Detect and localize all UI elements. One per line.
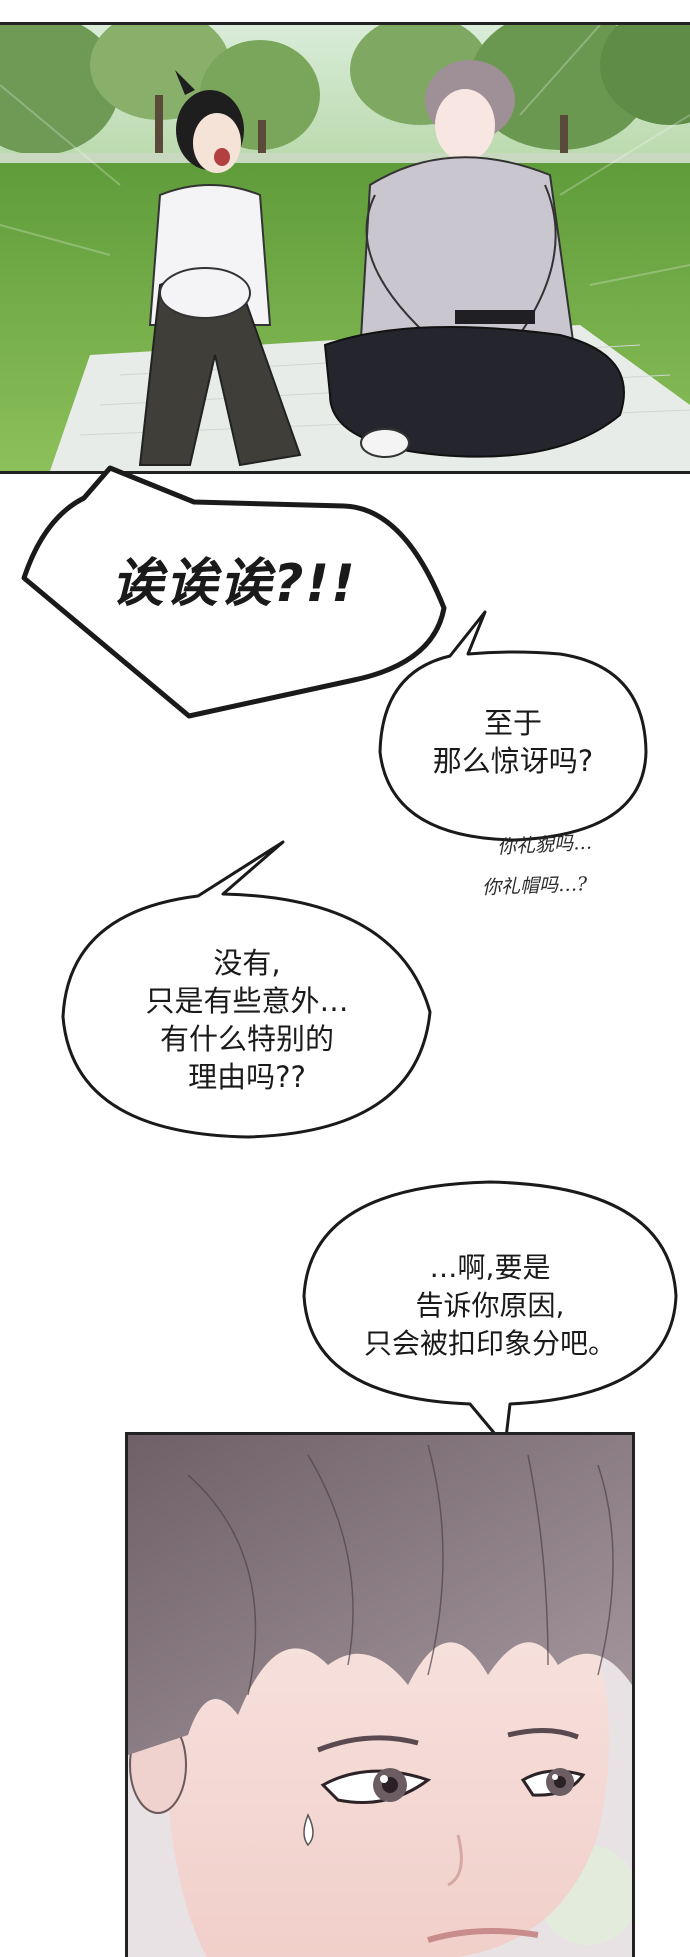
- hair-strands: [187, 1444, 614, 1696]
- boy-character: [323, 60, 625, 458]
- top-panel-park-scene: [0, 22, 690, 474]
- bubble-3-line-1: …啊,要是: [429, 1251, 551, 1284]
- bubble-1-line-2: 那么惊讶吗?: [432, 744, 594, 778]
- bubble-2-line-4: 理由吗??: [188, 1060, 306, 1094]
- right-eye: [520, 1768, 586, 1797]
- bottom-panel-closeup: [125, 1432, 635, 1957]
- speech-bubble-3: …啊,要是 告诉你原因, 只会被扣印象分吧。: [300, 1178, 680, 1450]
- shout-speech-bubble: 诶诶诶?!!: [14, 458, 454, 720]
- bubble-3-line-2: 告诉你原因,: [415, 1289, 565, 1322]
- bubble-1-shape: [378, 610, 648, 842]
- bubble-2-text: 没有, 只是有些意外… 有什么特别的 理由吗??: [58, 944, 436, 1096]
- park-fence: [0, 153, 690, 163]
- bubble-2-line-3: 有什么特别的: [159, 1022, 334, 1056]
- bubble-2-line-1: 没有,: [213, 946, 281, 980]
- speech-bubble-2: 没有, 只是有些意外… 有什么特别的 理由吗??: [58, 840, 436, 1144]
- shout-bubble-shape: [21, 465, 447, 719]
- left-eyebrow: [317, 1735, 419, 1753]
- handwritten-aside-2: 你礼帽吗…?: [481, 873, 588, 899]
- bubble-2-line-2: 只是有些意外…: [145, 984, 349, 1018]
- speech-bubble-1: 至于 那么惊讶吗?: [370, 610, 656, 860]
- park-scene-illustration: [0, 25, 690, 471]
- sweat-drop: [303, 1813, 314, 1847]
- shout-text: 诶诶诶?!!: [111, 554, 357, 614]
- girl-character: [138, 70, 302, 467]
- nose: [447, 1834, 463, 1887]
- bubble-2-shape: [61, 840, 432, 1139]
- handwritten-aside-1: 你礼貌吗…: [496, 831, 593, 859]
- bubble-3-text: …啊,要是 告诉你原因, 只会被扣印象分吧。: [300, 1249, 680, 1363]
- right-eyebrow: [507, 1727, 579, 1740]
- closeup-face-illustration: [128, 1435, 632, 1957]
- speed-lines: [0, 25, 690, 286]
- left-eye: [320, 1768, 432, 1804]
- lips: [427, 1928, 539, 1943]
- hair: [128, 1435, 632, 1755]
- background-trees: [0, 25, 690, 165]
- bubble-1-line-1: 至于: [483, 706, 542, 740]
- bubble-3-line-3: 只会被扣印象分吧。: [363, 1327, 616, 1360]
- bubble-1-text: 至于 那么惊讶吗?: [370, 704, 656, 780]
